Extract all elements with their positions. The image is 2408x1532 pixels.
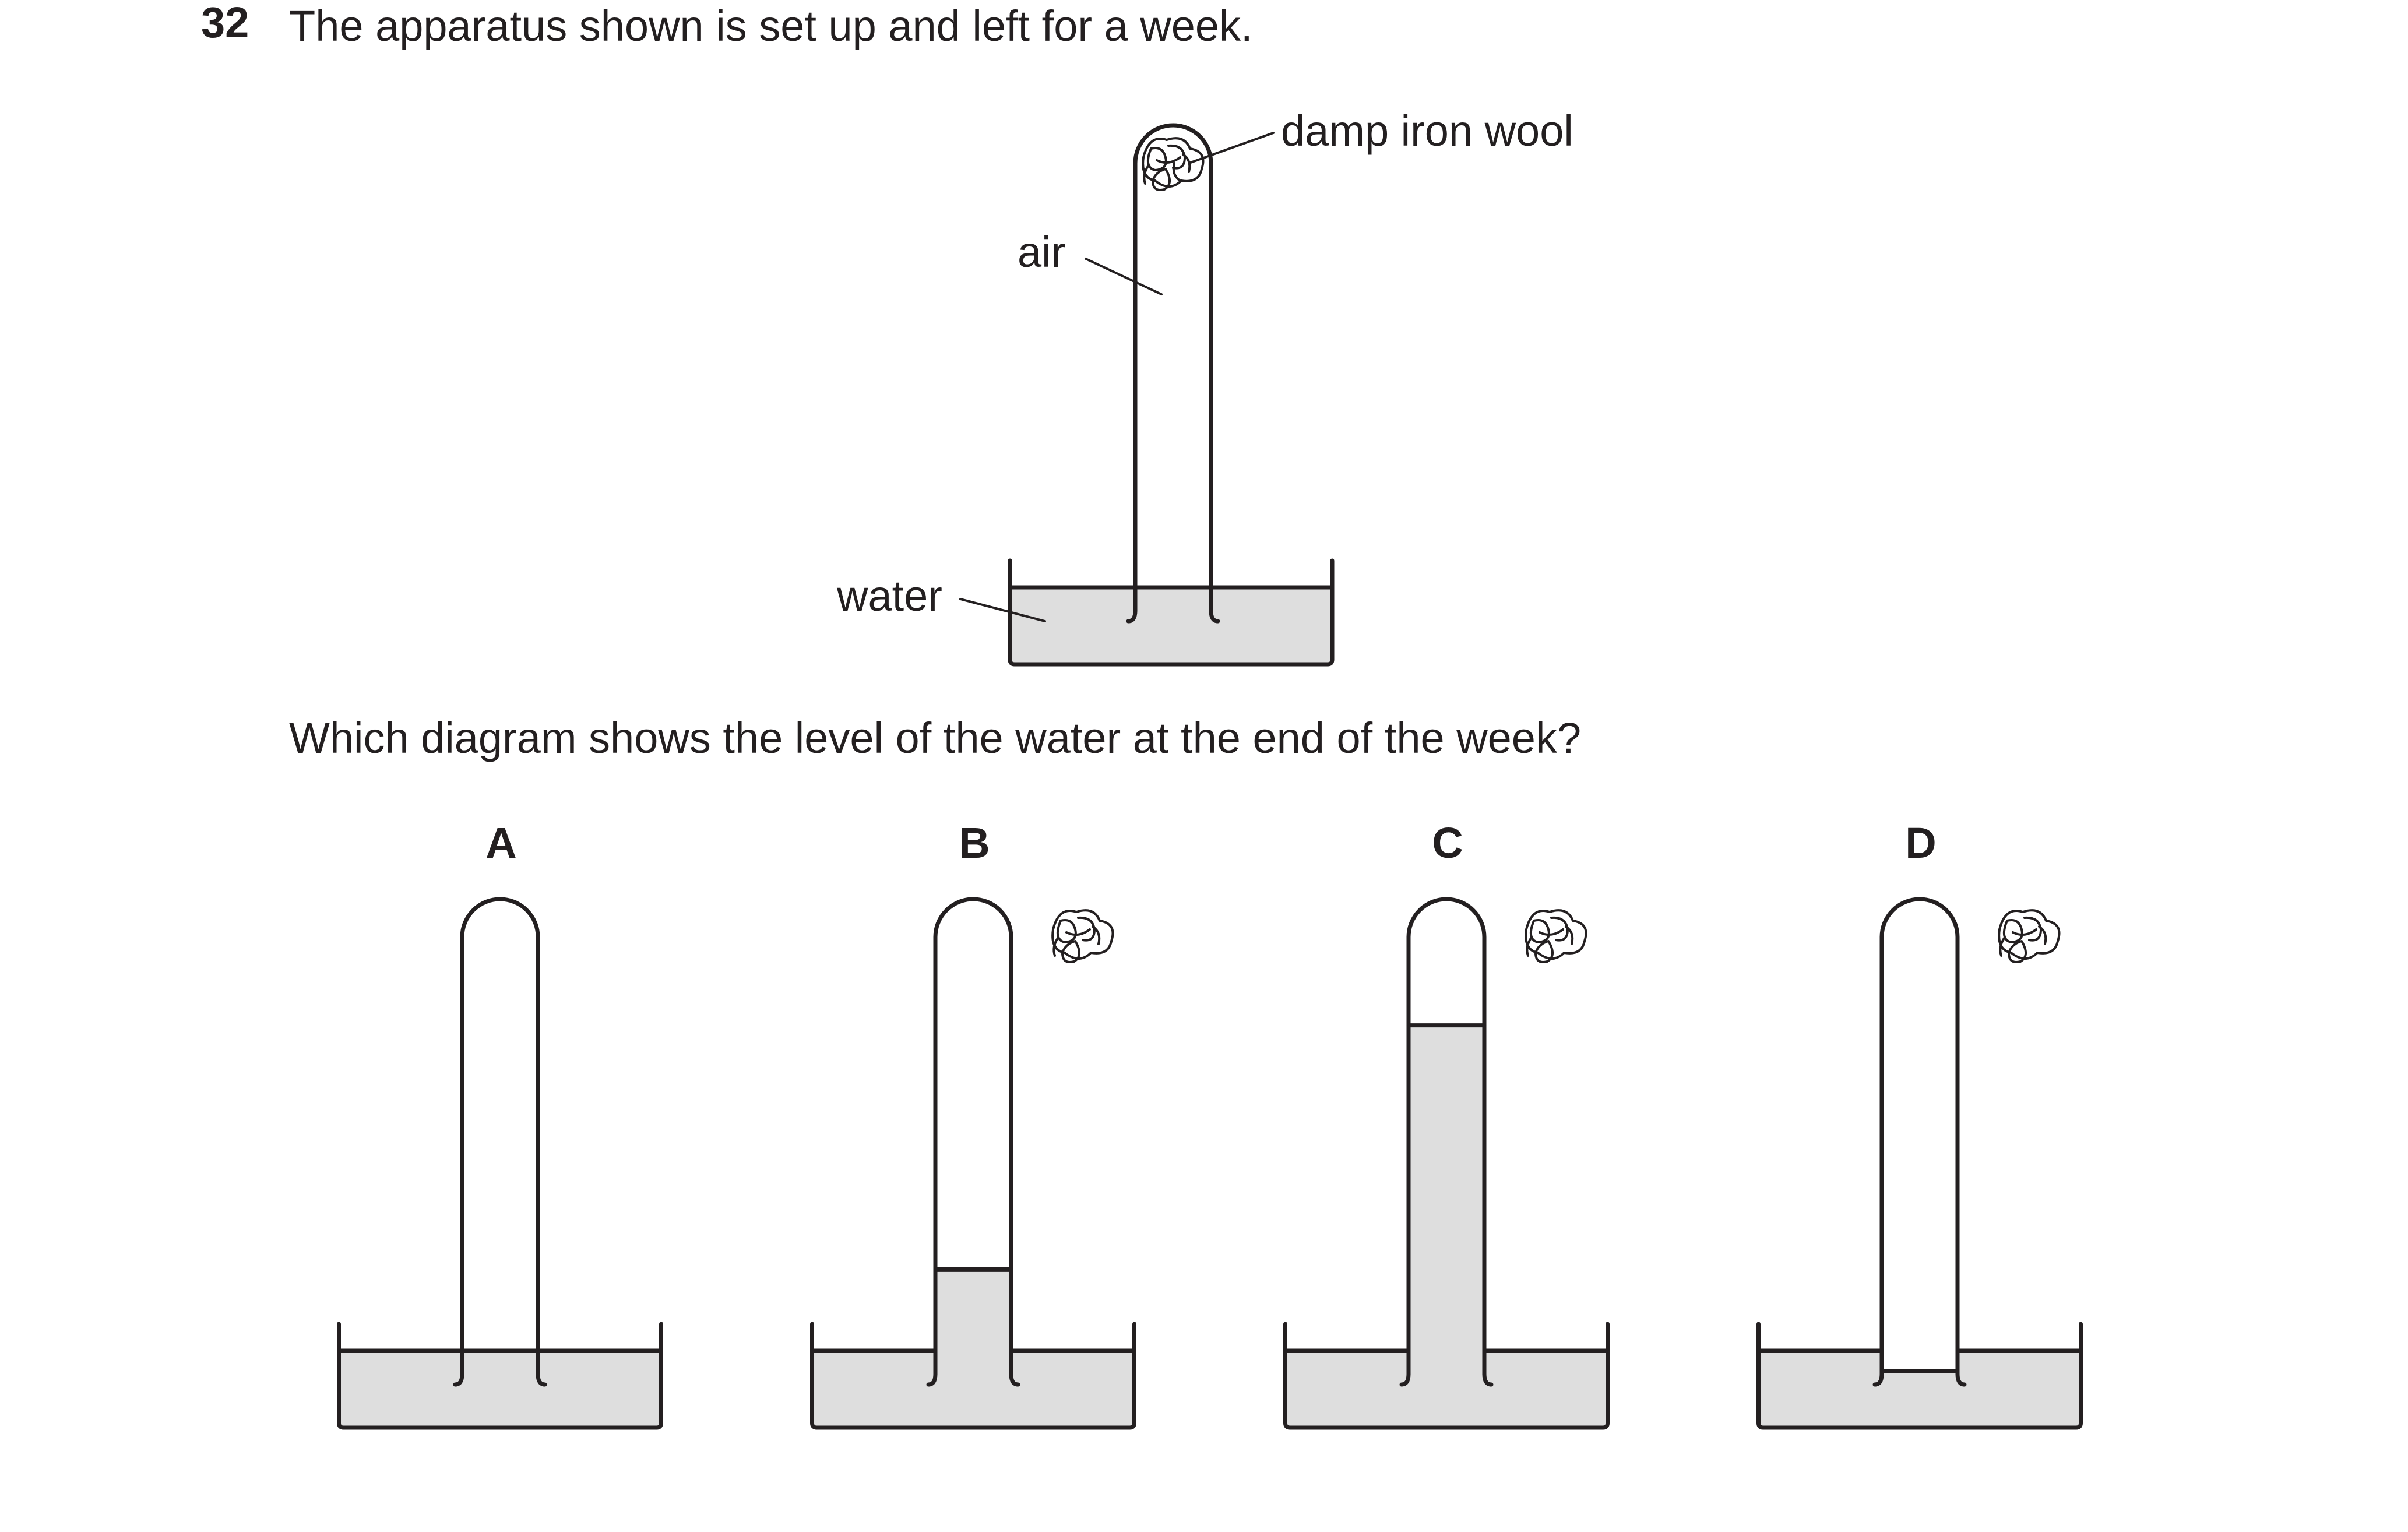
iron-wool-icon [1142,137,1205,191]
option-label-b: B [959,819,990,867]
option-d-tube [1879,897,1960,1376]
question-text: The apparatus shown is set up and left f… [289,2,1253,50]
trough [1008,558,1335,667]
option-a-trough-water [339,1351,661,1428]
option-a-tube-lip-left [453,1372,464,1387]
question-number: 32 [201,0,249,47]
option-b-trough-water [812,1351,1135,1428]
option-b-tube-water [935,1269,1011,1352]
option-d-trough [1756,1322,2083,1430]
option-d-tube-air-gap [1884,1348,1956,1371]
option-b-trough [810,1322,1136,1430]
air-leader [1085,258,1163,295]
option-b-tube [933,897,1013,1376]
tube-lip-right [1209,608,1220,624]
option-d-trough-water [1758,1351,2081,1428]
option-label-c: C [1432,819,1463,867]
option-b-iron-wool-icon [1525,909,1587,963]
option-c-tube [1406,897,1487,1376]
option-d-tube-lip-right [1955,1372,1967,1387]
option-c-iron-wool-icon [1998,909,2061,963]
option-c-trough [1283,1322,1610,1430]
option-c-trough-water [1285,1351,1608,1428]
air-label: air [1018,228,1066,276]
option-b-tube-lip-left [926,1372,938,1387]
option-label-d: D [1905,819,1937,867]
option-a-tube-lip-right [536,1372,547,1387]
option-a-iron-wool-icon [1051,909,1114,963]
iron-wool-leader [1188,132,1275,164]
option-a-tube [460,897,540,1376]
water-label: water [837,572,942,620]
option-c-tube-lip-left [1399,1372,1411,1387]
option-label-a: A [485,819,517,867]
option-c-tube-water [1409,1025,1484,1352]
option-a-trough [337,1322,663,1430]
test-tube [1133,123,1213,613]
option-d-tube-lip-left [1872,1372,1884,1387]
iron-wool-label: damp iron wool [1281,107,1573,155]
water-leader [959,598,1046,622]
trough-water [1010,587,1332,664]
tube-lip-left [1126,608,1138,624]
question-prompt: Which diagram shows the level of the wat… [289,714,1582,762]
option-c-tube-lip-right [1482,1372,1494,1387]
option-b-tube-lip-right [1009,1372,1020,1387]
